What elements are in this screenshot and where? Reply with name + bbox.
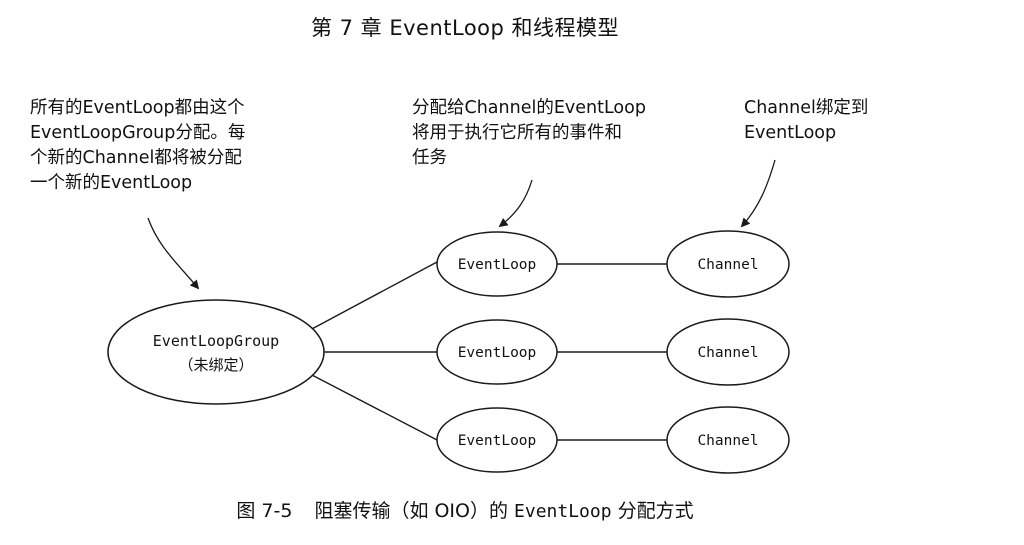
annotation-line: 所有的EventLoop都由这个 [30, 98, 245, 118]
channel-node: Channel [666, 230, 790, 298]
annotation-line: 个新的Channel都将被分配 [30, 148, 242, 168]
channel-node: Channel [666, 318, 790, 386]
eventloop-label: EventLoop [458, 433, 537, 449]
eventloopgroup-sublabel: （未绑定） [178, 356, 253, 374]
eventloopgroup-node: EventLoopGroup （未绑定） [107, 299, 325, 405]
caption-text-before: 阻塞传输（如 OIO）的 [314, 500, 515, 522]
page-header-title: 第 7 章 EventLoop 和线程模型 [310, 16, 620, 40]
eventloop-node: EventLoop [436, 231, 558, 297]
callout-arrow-group [147, 217, 200, 290]
channel-node: Channel [666, 406, 790, 474]
annotation-group-assignment: 所有的EventLoop都由这个 EventLoopGroup分配。每 个新的C… [30, 96, 245, 196]
eventloopgroup-label: EventLoopGroup [153, 332, 279, 350]
eventloop-node: EventLoop [436, 407, 558, 473]
annotation-channel-binding: Channel绑定到 EventLoop [744, 96, 868, 146]
callout-arrow-channel [740, 159, 776, 228]
connector-group-eventloop-1 [309, 261, 438, 331]
callout-arrow-eventloop [498, 179, 533, 228]
figure-caption: 图 7-5 阻塞传输（如 OIO）的 EventLoop 分配方式 [0, 496, 930, 523]
annotation-line: 一个新的EventLoop [30, 173, 193, 193]
annotation-line: Channel绑定到 [744, 98, 869, 118]
annotation-line: EventLoopGroup分配。每 [30, 123, 246, 143]
eventloop-label: EventLoop [458, 345, 537, 361]
channel-label: Channel [697, 345, 758, 361]
annotation-line: 分配给Channel的EventLoop [412, 98, 646, 118]
channel-label: Channel [697, 433, 758, 449]
channel-label: Channel [697, 257, 758, 273]
annotation-line: 任务 [412, 148, 447, 168]
connector-group-eventloop-3 [309, 373, 438, 441]
caption-code: EventLoop [514, 501, 612, 522]
caption-text-after: 分配方式 [611, 500, 694, 522]
annotation-line: EventLoop [744, 123, 837, 143]
annotation-eventloop-usage: 分配给Channel的EventLoop 将用于执行它所有的事件和 任务 [412, 96, 646, 171]
eventloop-label: EventLoop [458, 257, 537, 273]
annotation-line: 将用于执行它所有的事件和 [412, 123, 622, 143]
eventloop-node: EventLoop [436, 319, 558, 385]
figure-number: 图 7-5 [236, 500, 293, 522]
